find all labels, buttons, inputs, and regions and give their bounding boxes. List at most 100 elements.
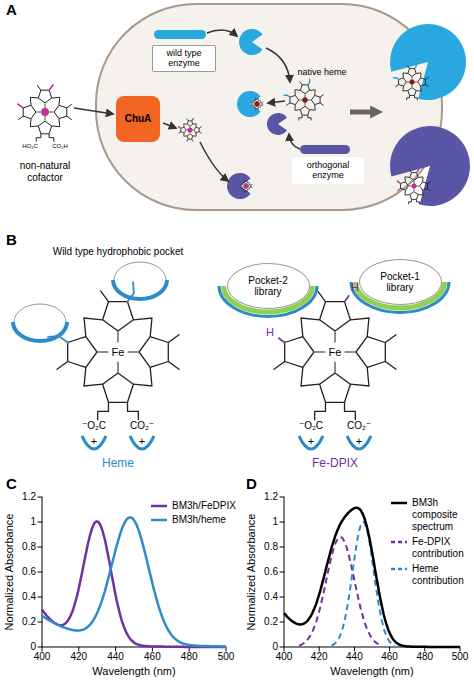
methyl-group (385, 335, 396, 343)
binding-arrow (200, 142, 228, 181)
methyl-group (251, 104, 252, 106)
text-label: 1 (272, 516, 278, 528)
pyrrole-ring (259, 103, 262, 106)
meso-bridge (184, 133, 187, 136)
label-holder: 0.6 (264, 566, 278, 578)
text-label: 400 (34, 651, 51, 663)
methyl-group (257, 109, 259, 110)
node-text: Pocket-1 library (375, 271, 425, 294)
axis-tick (280, 647, 284, 648)
pyrrole-ring (256, 106, 259, 109)
pyrrole-ring (54, 105, 67, 118)
meso-bridge (133, 318, 152, 337)
text-label: 460 (381, 651, 398, 663)
pyrrole-ring (410, 173, 418, 181)
methyl-group (409, 170, 411, 173)
text-label: 480 (416, 651, 433, 663)
pyrrole-ring (408, 69, 416, 77)
pyrrole-ring (23, 105, 36, 118)
heme-enzyme-complex (237, 91, 261, 117)
meso-bridge (84, 367, 103, 386)
text-label: Fe (329, 346, 342, 359)
import-arrow (163, 123, 176, 128)
hydrogen-bond-stub (345, 296, 349, 302)
text-label: HO₂C (22, 143, 38, 150)
methyl-group (38, 86, 41, 91)
pyrrole-ring (245, 188, 248, 191)
pocket-wall (113, 280, 167, 299)
methyl-group (101, 291, 109, 302)
label-holder: 420 (70, 651, 87, 663)
methyl-group (187, 119, 188, 121)
label-holder: B (6, 231, 17, 248)
methyl-group (320, 95, 323, 97)
methyl-group (318, 291, 326, 302)
axis-tick (38, 622, 42, 623)
meso-bridge (295, 90, 301, 96)
legend-text: BM3h composite spectrum (412, 497, 470, 533)
methyl-group (67, 116, 72, 119)
axis-title: Normalized Absorbance (245, 514, 258, 631)
meso-bridge (418, 177, 423, 182)
axis-tick (284, 647, 285, 651)
methyl-group (287, 103, 290, 105)
output-arrow (350, 110, 378, 115)
text-label: 420 (70, 651, 87, 663)
label-holder: Fe (112, 346, 125, 359)
metal-bond (128, 351, 138, 352)
methyl-group (244, 180, 246, 181)
methyl-group (262, 102, 263, 104)
artificial-holoenzyme (390, 126, 470, 206)
legend-item: Fe-DPIX contribution (390, 536, 470, 560)
text-label: 500 (452, 651, 469, 663)
modified-substituent (192, 119, 194, 121)
text-label: Wavelength (nm) (330, 665, 413, 678)
wild-type-gene (154, 30, 206, 39)
meso-bridge (243, 183, 245, 185)
label-holder: 0 (272, 641, 278, 653)
methyl-group (57, 362, 68, 370)
legend-text: BM3h/FeDPIX (172, 500, 236, 512)
modified-substituent (417, 169, 419, 172)
pyrrole-ring (356, 337, 385, 368)
meso-bridge (193, 124, 196, 127)
vinyl-group (128, 282, 134, 302)
meso-bridge (184, 124, 187, 127)
axis-tick (78, 647, 79, 651)
meso-bridge (259, 101, 261, 103)
modified-substituent (397, 181, 400, 183)
methyl-group (246, 180, 248, 181)
label-holder: 500 (452, 651, 469, 663)
label-holder: Wavelength (nm) (330, 665, 413, 678)
label-holder: 0.4 (22, 591, 36, 603)
panel-letter: B (6, 231, 17, 248)
text-label: 420 (311, 651, 328, 663)
pyrrole-ring (320, 373, 351, 402)
label-holder: CO₂⁻ (347, 420, 371, 432)
legend-item: BM3h/heme (150, 514, 226, 532)
text-label: + (308, 435, 314, 448)
pyrrole-ring (139, 337, 168, 368)
text-label: 440 (346, 651, 363, 663)
orthogonal-enzyme-protein (267, 113, 287, 135)
meso-bridge (193, 133, 196, 136)
label-holder: D (246, 475, 257, 492)
legend-line-sample (151, 505, 167, 508)
label-holder: Heme (102, 457, 134, 471)
text-label: 500 (218, 651, 235, 663)
text-label: CO₂H (52, 143, 68, 150)
legend-line-sample (391, 541, 407, 544)
metal-bond (117, 332, 118, 342)
label-holder: 420 (311, 651, 328, 663)
pyrrole-ring (290, 95, 299, 104)
panel-letter: C (6, 475, 17, 492)
label-holder: C (6, 475, 17, 492)
methyl-group (425, 77, 428, 79)
text-label: 480 (181, 651, 198, 663)
label-holder: non-natural cofactor (9, 160, 81, 183)
orthogonal-gene (300, 145, 350, 154)
methyl-group (320, 103, 323, 105)
text-label: Fe-DPIX (312, 457, 358, 471)
methyl-group (67, 105, 72, 108)
